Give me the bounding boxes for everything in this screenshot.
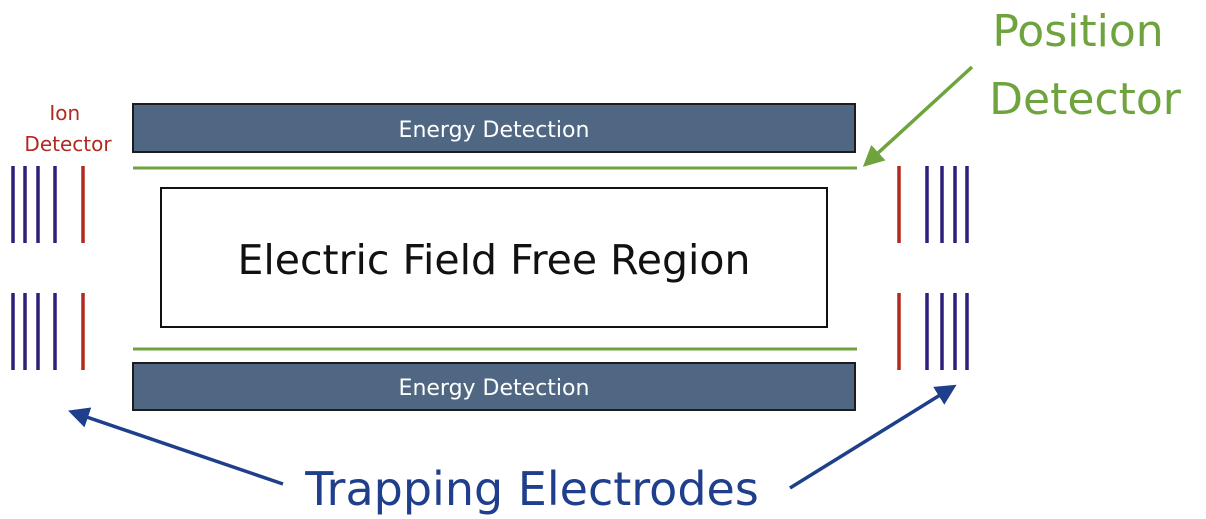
field-free-region-box xyxy=(160,187,828,328)
left-lower-electrodes xyxy=(11,293,85,370)
position-detector-arrow xyxy=(862,65,974,167)
right-upper-electrodes xyxy=(897,166,969,243)
trapping-electrodes-arrow-right xyxy=(789,384,957,490)
field-free-region-label: Electric Field Free Region xyxy=(237,236,750,284)
energy-detection-bottom-box xyxy=(132,362,856,411)
left-upper-electrodes xyxy=(11,166,85,243)
trapping-electrodes-label: Trapping Electrodes xyxy=(304,462,759,516)
position-detector-label-line1: Position xyxy=(992,6,1163,57)
position-detector-label-line2: Detector xyxy=(989,74,1182,125)
position-detector-label: Position Detector xyxy=(989,6,1182,125)
ion-detector-label: Ion Detector xyxy=(24,101,112,156)
ion-detector-label-line2: Detector xyxy=(24,132,112,156)
ion-detector-label-line1: Ion xyxy=(49,101,80,125)
energy-detection-top-box xyxy=(132,103,856,153)
trapping-electrodes-arrow-left xyxy=(68,407,284,486)
energy-detection-top-label: Energy Detection xyxy=(399,118,590,143)
energy-detection-bottom-label: Energy Detection xyxy=(399,376,590,401)
right-lower-electrodes xyxy=(897,293,969,370)
